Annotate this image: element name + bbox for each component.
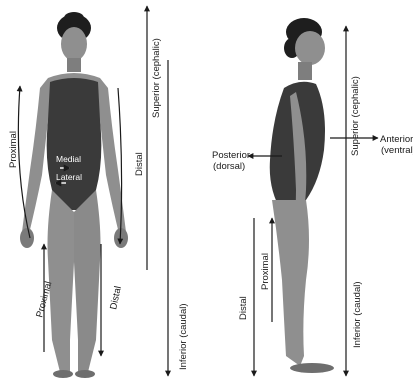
dorsal-label: (dorsal): [213, 161, 245, 172]
side-figure: [270, 18, 334, 373]
side-proximal-label: Proximal: [260, 253, 271, 290]
front-proximal-arm-label: Proximal: [8, 131, 19, 168]
front-distal-leg-label: Distal: [108, 285, 124, 311]
medial-label: Medial: [56, 154, 81, 164]
side-superior-label: Superior (cephalic): [350, 76, 361, 156]
posterior-label: Posterior: [212, 150, 250, 161]
front-figure: [20, 12, 128, 378]
side-distal-label: Distal: [238, 296, 249, 320]
side-inferior-label: Inferior (caudal): [352, 281, 363, 348]
front-inferior-label: Inferior (caudal): [178, 303, 189, 370]
anterior-label: Anterior: [380, 134, 413, 145]
ventral-label: (ventral): [381, 145, 413, 156]
lateral-label: Lateral: [56, 172, 82, 182]
front-superior-label: Superior (cephalic): [151, 38, 162, 118]
front-distal-arm-label: Distal: [134, 152, 145, 176]
